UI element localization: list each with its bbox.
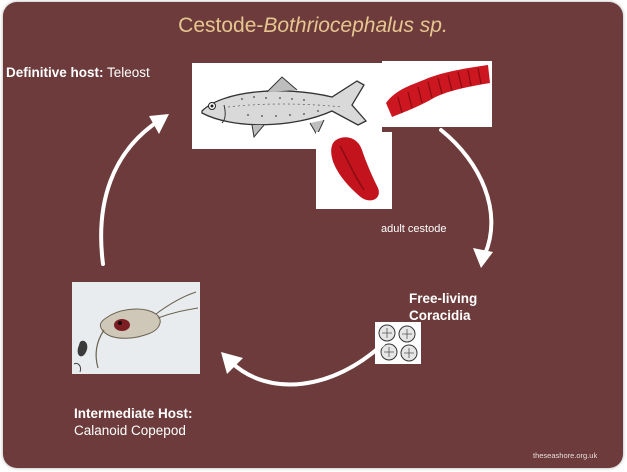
source-credit: theseashore.org.uk — [533, 451, 598, 460]
definitive-host-label: Definitive host: Teleost — [6, 64, 150, 81]
intermediate-host-label: Intermediate Host: Calanoid Copepod — [74, 405, 193, 439]
copepod-image — [72, 282, 200, 374]
life-cycle-arrows — [99, 114, 494, 387]
arrowhead-fish — [149, 114, 169, 134]
intermediate-host-value: Calanoid Copepod — [74, 423, 186, 438]
free-living-line1: Free-living — [409, 291, 478, 306]
free-living-label: Free-living Coracidia — [409, 290, 477, 324]
definitive-host-value: Teleost — [107, 65, 150, 80]
title-prefix: Cestode- — [178, 14, 264, 37]
slide: Cestode-Bothriocephalus sp. Definitive h… — [3, 2, 623, 468]
free-living-line2: Coracidia — [409, 308, 471, 323]
arrow-copepod-to-fish — [99, 120, 159, 266]
arrowhead-coracidia — [473, 248, 493, 268]
arrow-coracidia-to-copepod — [229, 342, 385, 387]
adult-cestode-strip-image — [382, 61, 492, 127]
arrowhead-copepod — [221, 352, 243, 374]
arrow-adult-to-coracidia — [439, 128, 494, 256]
intermediate-host-heading: Intermediate Host: — [74, 406, 193, 421]
cestode-scolex-image — [316, 132, 392, 209]
title-genus: Bothriocephalus sp. — [263, 14, 448, 37]
adult-cestode-caption: adult cestode — [381, 223, 447, 235]
coracidia-image — [375, 322, 421, 364]
slide-title: Cestode-Bothriocephalus sp. — [3, 14, 623, 38]
definitive-host-heading: Definitive host: — [6, 65, 104, 80]
